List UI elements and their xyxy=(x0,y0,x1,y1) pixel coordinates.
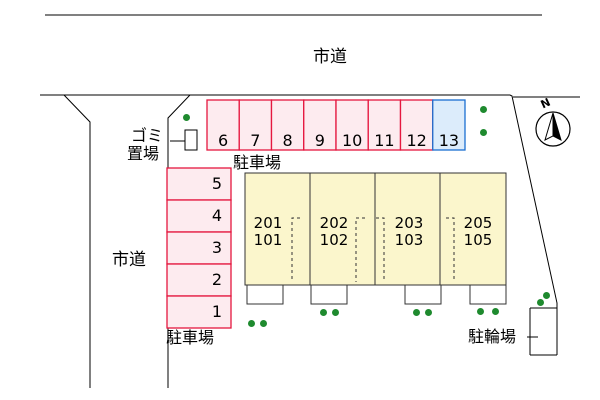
parking-space-number: 8 xyxy=(282,131,293,150)
parking-space xyxy=(166,295,232,329)
parking-space-number: 13 xyxy=(438,131,460,150)
unit-block xyxy=(309,172,376,286)
unit-upper-number: 205 xyxy=(463,214,493,232)
tree-icon xyxy=(413,309,420,316)
parking-space-number: 7 xyxy=(250,131,261,150)
unit-label: 201 101 xyxy=(245,215,291,249)
unit-label: 202 102 xyxy=(312,215,356,249)
garbage-bin-box xyxy=(184,129,198,151)
parking-label-top: 駐車場 xyxy=(233,153,282,172)
tree-icon xyxy=(477,308,484,315)
unit-lower-number: 103 xyxy=(394,231,424,249)
parking-space-number: 3 xyxy=(211,238,223,257)
parking-space-number: 2 xyxy=(211,270,223,289)
tree-icon xyxy=(320,309,327,316)
tree-icon xyxy=(480,106,487,113)
north-arrow-icon xyxy=(535,111,571,147)
unit-upper-number: 203 xyxy=(394,214,424,232)
parking-spaces-top xyxy=(206,99,466,151)
unit-block xyxy=(439,172,507,286)
bicycle-parking-label: 駐輪場 xyxy=(468,327,517,346)
porch xyxy=(246,284,284,305)
parking-space-number: 12 xyxy=(406,131,427,150)
unit-upper-number: 202 xyxy=(319,214,349,232)
garbage-label-bottom: 置場 xyxy=(127,144,160,163)
stair-dashed-line xyxy=(355,217,365,282)
parking-space xyxy=(166,167,232,201)
parking-space-number: 1 xyxy=(211,302,223,321)
tree-icon xyxy=(260,320,267,327)
parking-space xyxy=(432,99,466,151)
tree-icon xyxy=(425,309,432,316)
tree-icon xyxy=(183,114,190,121)
parking-space xyxy=(238,99,273,151)
unit-lower-number: 101 xyxy=(253,231,283,249)
garbage-label-top: ゴミ xyxy=(131,126,164,145)
unit-label: 205 105 xyxy=(456,215,500,249)
parking-space-number: 11 xyxy=(374,131,395,150)
parking-space xyxy=(270,99,305,151)
stair-dashed-line xyxy=(376,217,385,282)
site-boundary-east xyxy=(190,94,558,355)
porch xyxy=(404,284,442,305)
unit-upper-number: 201 xyxy=(253,214,283,232)
unit-lower-number: 105 xyxy=(463,231,493,249)
parking-space xyxy=(367,99,402,151)
porch xyxy=(469,284,507,305)
tree-icon xyxy=(480,129,487,136)
unit-lower-number: 102 xyxy=(319,231,349,249)
west-road-label: 市道 xyxy=(112,250,146,270)
tree-icon xyxy=(248,320,255,327)
unit-block xyxy=(244,172,311,286)
west-road-edge xyxy=(63,94,91,388)
parking-space xyxy=(399,99,434,151)
tree-icon xyxy=(492,308,499,315)
parking-space xyxy=(166,231,232,265)
parking-space xyxy=(303,99,337,151)
parking-spaces-left xyxy=(166,167,232,329)
porch xyxy=(310,284,348,305)
unit-block xyxy=(374,172,441,286)
parking-label-left: 駐車場 xyxy=(166,328,215,347)
parking-space-number: 4 xyxy=(211,206,223,225)
tree-icon xyxy=(537,299,544,306)
parking-space-number: 6 xyxy=(218,131,229,150)
stair-dashed-line xyxy=(446,217,455,282)
tree-icon xyxy=(543,292,550,299)
apartment-building xyxy=(244,172,507,305)
parking-space xyxy=(335,99,369,151)
stair-dashed-line xyxy=(291,217,300,282)
tree-icon xyxy=(332,309,339,316)
parking-space-number: 9 xyxy=(314,131,325,150)
north-road-label: 市道 xyxy=(313,47,347,67)
parking-space-number: 5 xyxy=(211,174,223,193)
parking-space-number: 10 xyxy=(341,131,363,150)
unit-label: 203 103 xyxy=(387,215,431,249)
